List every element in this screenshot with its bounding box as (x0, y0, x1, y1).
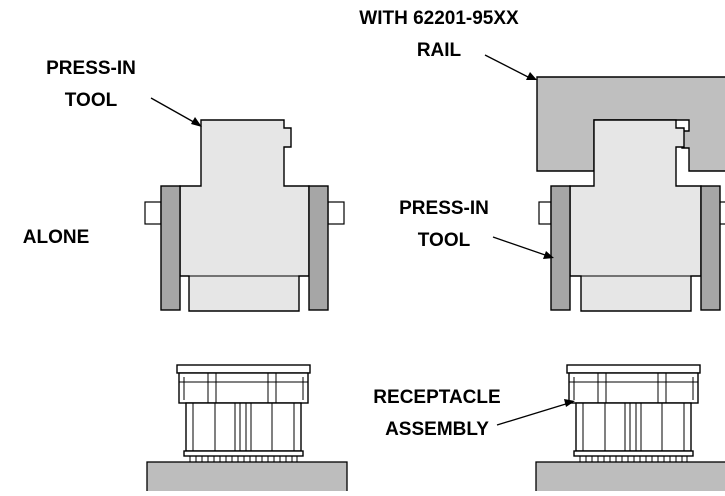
leader-press-in-tool-right (492, 236, 549, 257)
leader-receptacle-assembly (496, 402, 570, 426)
tool-body (179, 119, 310, 312)
side-plate-right (308, 185, 329, 311)
label-with-rail-line1: WITH 62201-95XX (359, 8, 519, 29)
receptacle-pins-right (579, 455, 688, 463)
receptacle-assembly-right (496, 364, 725, 491)
base-plate-right (535, 461, 725, 491)
side-plate-left (160, 185, 181, 311)
label-alone: ALONE (23, 227, 90, 248)
side-plate-left-right (550, 185, 571, 311)
leader-press-in-tool-left (150, 97, 200, 126)
label-receptacle-assembly-line2: ASSEMBLY (385, 419, 489, 440)
label-press-in-tool-left-line2: TOOL (65, 90, 118, 111)
label-with-rail-line2: RAIL (417, 40, 462, 61)
label-press-in-tool-right-line2: TOOL (418, 230, 471, 251)
receptacle-assembly-left (146, 364, 348, 491)
left-pin-left (144, 201, 162, 225)
side-plate-right-right (700, 185, 721, 311)
receptacle-pins-left (189, 455, 298, 463)
right-pin-left (538, 201, 552, 225)
left-pin-right (327, 201, 345, 225)
press-in-tool-alone (144, 97, 345, 312)
leader-rail (484, 54, 531, 79)
press-in-tool-with-rail (492, 119, 725, 312)
label-receptacle-assembly-line1: RECEPTACLE (373, 387, 500, 408)
base-plate-left (146, 461, 348, 491)
label-press-in-tool-right-line1: PRESS-IN (399, 198, 489, 219)
label-press-in-tool-left-line1: PRESS-IN (46, 58, 136, 79)
